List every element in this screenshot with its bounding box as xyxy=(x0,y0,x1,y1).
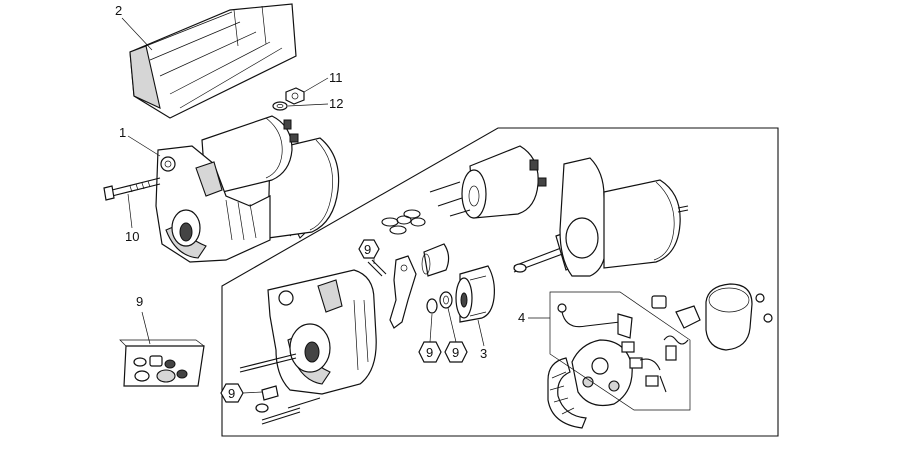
svg-text:9: 9 xyxy=(426,345,433,360)
brush-block-b xyxy=(665,345,677,361)
through-bolt-b xyxy=(239,357,297,373)
callout-9-hex-lower: 9 xyxy=(220,383,263,403)
callout-9-hex-upper: 9 xyxy=(358,239,380,264)
repair-kit-box xyxy=(119,339,205,387)
screw-lower-b xyxy=(287,397,321,409)
callout-3: 3 xyxy=(480,346,487,361)
drive-end-housing xyxy=(267,269,377,395)
callout-4: 4 xyxy=(518,310,525,325)
brush-lead xyxy=(557,303,667,393)
clamp-screw-a xyxy=(755,293,765,303)
callout-2: 2 xyxy=(115,3,122,18)
band-clamp xyxy=(705,283,753,351)
brush-kit-outline xyxy=(549,291,691,411)
screw-lower xyxy=(261,407,301,425)
through-bolt xyxy=(239,353,297,369)
brush-block xyxy=(651,295,667,309)
pivot-pin xyxy=(367,259,387,277)
exploded-view-frame xyxy=(221,127,779,437)
nut-11 xyxy=(285,87,305,105)
shift-lever xyxy=(389,255,417,329)
motor-yoke xyxy=(559,157,689,277)
callout-9-hex-mid-a: 9 xyxy=(418,313,442,363)
callout-1: 1 xyxy=(119,125,126,140)
pinion-gear xyxy=(455,265,495,323)
bushing-lower-b xyxy=(255,403,269,413)
solenoid-screw-a xyxy=(429,181,461,193)
washer-b xyxy=(439,291,453,309)
clamp-screw-b xyxy=(763,313,773,323)
commutator-cover xyxy=(547,357,587,429)
brush-plate xyxy=(571,339,633,407)
mount-plate xyxy=(675,305,701,329)
cover-boot xyxy=(129,3,297,119)
callout-9-hex-mid-b: 9 xyxy=(444,307,468,363)
washer-a xyxy=(426,298,438,314)
washer-12 xyxy=(272,101,288,111)
callout-9-kit: 9 xyxy=(136,294,143,309)
spring-set xyxy=(381,209,426,235)
callout-12: 12 xyxy=(329,96,343,111)
solenoid-screw-b xyxy=(437,197,463,207)
plunger xyxy=(421,243,450,277)
assembled-starter-motor xyxy=(155,115,340,263)
svg-text:9: 9 xyxy=(452,345,459,360)
svg-text:9: 9 xyxy=(364,242,371,257)
solenoid xyxy=(461,145,547,219)
callout-10: 10 xyxy=(125,229,139,244)
callout-11: 11 xyxy=(329,70,343,85)
solenoid-screw-c xyxy=(449,209,471,217)
bushing-lower xyxy=(261,385,279,401)
svg-text:9: 9 xyxy=(228,386,235,401)
brush-spring-a xyxy=(663,335,689,345)
bolt-10 xyxy=(103,177,161,201)
